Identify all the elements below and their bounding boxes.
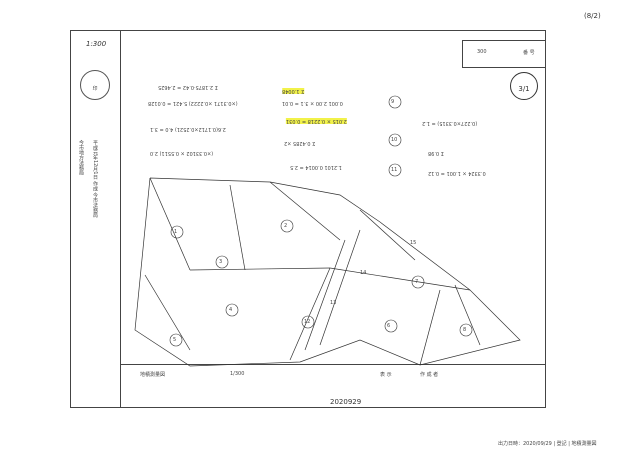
calc-line-highlighted: 2.015 × 0.2218 = 0.031 (286, 118, 347, 124)
circle-number: 7 (415, 279, 419, 285)
circle-number: 3 (219, 259, 223, 265)
circle-number: 6 (387, 323, 391, 329)
circle-number: 11 (391, 167, 398, 173)
circle-number: 12 (304, 319, 311, 325)
parcel-line (229, 184, 246, 271)
circle-number: 5 (173, 337, 177, 343)
circle-number: 2 (284, 223, 288, 229)
seal-text: 印 (92, 86, 98, 92)
circle-mark (384, 319, 398, 333)
circle-number: 8 (463, 327, 467, 333)
footer-text: 出力日時：2020/09/29 | 登記 | 地積測量図 (498, 441, 597, 447)
title-block: 印 平成元年12月1日 作成 今市法務局 今市地方法務局 (70, 30, 121, 408)
circle-mark (280, 219, 294, 233)
parcel-line (419, 289, 441, 366)
title-block-vertical-text: 平成元年12月1日 作成 今市法務局 (92, 140, 98, 218)
circle-mark (225, 303, 239, 317)
band-label-left: 表 示 (380, 372, 392, 378)
calc-line-highlighted: Σ 1.0048 (282, 88, 305, 94)
parcel-line (189, 267, 331, 271)
calc-line: 1.2101 0.0014 = 2.5 (290, 164, 342, 170)
parcel-line (149, 177, 191, 271)
parcel-line (144, 274, 191, 351)
number-box-title: 番 号 (523, 50, 535, 56)
parcel-line (304, 239, 346, 351)
circle-number: 14 (360, 270, 367, 276)
calc-line: 0.001 2.00 × 3.1 = 0.01 (282, 100, 343, 106)
circle-number: 15 (410, 240, 417, 246)
circle-mark (215, 255, 229, 269)
circle-number: 1 (174, 229, 178, 235)
number-box-value: 300 (477, 49, 487, 55)
parcel-line (289, 267, 331, 361)
circle-mark (301, 315, 315, 329)
parcel-line (319, 229, 361, 346)
circle-mark (411, 275, 425, 289)
calc-line: Σ 2.1875·0.42 = 2.4625 (158, 84, 218, 90)
band-legend-label: 地積測量図 (140, 372, 166, 378)
circle-number: 4 (229, 307, 233, 313)
parcel-line (329, 267, 471, 291)
calc-line: Σ 0.4285 ×2 (284, 140, 316, 146)
calc-line: 0.3324 × 1.001 = 0.12 (428, 170, 486, 176)
page-counter: (8/2) (584, 12, 601, 20)
band-scale: 1/300 (230, 371, 245, 377)
sheet-circle-label: 3/1 (518, 85, 530, 93)
circle-number: 13 (330, 300, 337, 306)
calc-line: (×0.33102 × 0.5511) 2.0 (150, 150, 214, 156)
survey-sheet (70, 30, 546, 408)
circle-number: 9 (391, 99, 395, 105)
calc-line: Σ 0.98 (428, 150, 444, 156)
legend-code: 2020929 (330, 398, 362, 406)
sheet-circle: 3/1 (510, 72, 538, 100)
circle-mark (388, 133, 402, 147)
calc-line: (0.227×0.3315) = 1.2 (422, 120, 478, 126)
calc-line: 2.6(0.1712×0.2521) 4.0 = 3.1 (150, 126, 226, 132)
parcel-line (454, 284, 481, 346)
circle-mark (388, 163, 402, 177)
circle-mark (388, 95, 402, 109)
band-label-right: 作 成 者 (420, 372, 439, 378)
circle-number: 10 (391, 137, 398, 143)
lot-boundary (134, 177, 521, 367)
parcel-line (359, 209, 416, 261)
circle-mark (169, 333, 183, 347)
circle-mark (170, 225, 184, 239)
calc-line: (×0.3171 ×0.2222) 5.421 = 0.0128 (148, 100, 238, 106)
number-box: 番 号 300 (462, 40, 546, 68)
bottom-band: 表 示 作 成 者 地積測量図 1/300 (120, 364, 546, 387)
seal-stamp-icon: 印 (80, 70, 110, 100)
scale-note: 1:300 (86, 40, 107, 48)
circle-mark (459, 323, 473, 337)
office-vertical-text: 今市地方法務局 (78, 140, 84, 175)
parcel-line (269, 181, 341, 241)
